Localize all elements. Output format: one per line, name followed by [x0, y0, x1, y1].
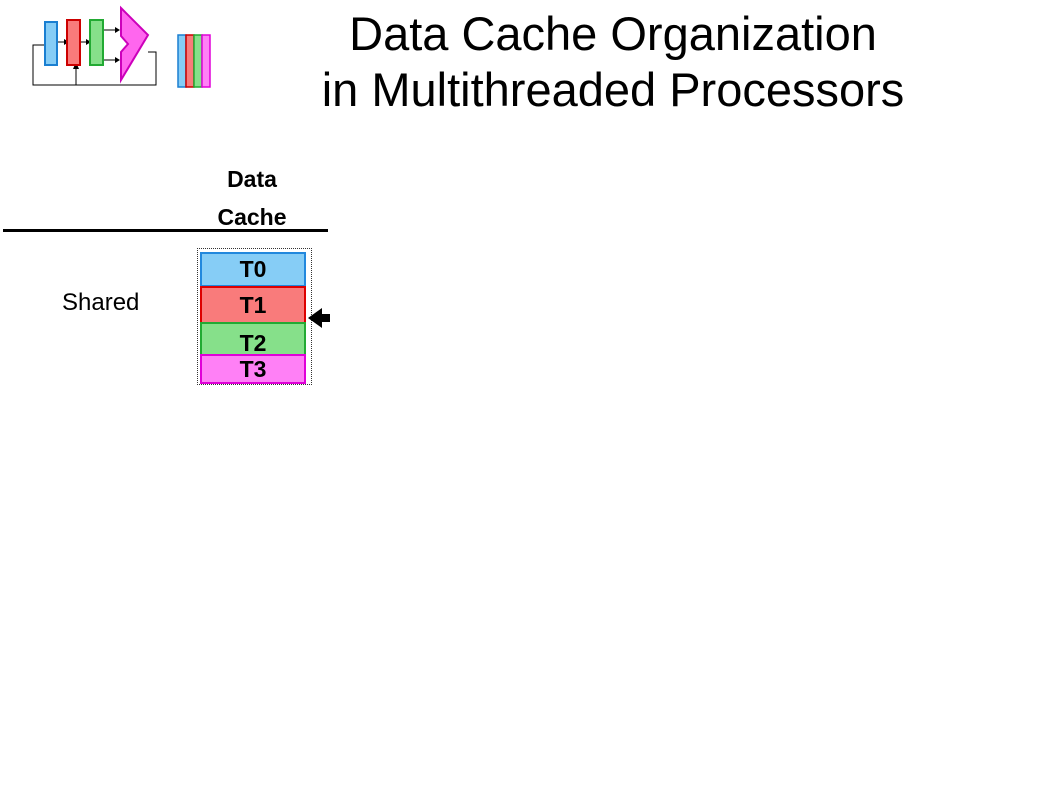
- header-divider: [3, 229, 328, 232]
- slide-title: Data Cache Organization in Multithreaded…: [200, 6, 1026, 118]
- column-header-line-2: Cache: [217, 204, 287, 230]
- cache-block-t3: T3: [200, 354, 306, 384]
- data-cache-column-header: Data Cache: [192, 160, 312, 236]
- row-label-shared: Shared: [62, 289, 140, 316]
- cache-block-t2: T2: [200, 322, 306, 356]
- arrow-pointer-icon: [308, 308, 330, 328]
- cache-block-label: T0: [239, 256, 267, 282]
- slide-title-line-2: in Multithreaded Processors: [321, 63, 905, 116]
- cache-block-label: T3: [239, 356, 267, 382]
- multithreaded-pipeline-logo: [32, 5, 211, 88]
- slide-title-line-1: Data Cache Organization: [349, 7, 877, 60]
- cache-block-label: T1: [239, 292, 267, 318]
- column-header-line-1: Data: [227, 166, 277, 192]
- cache-block-t0: T0: [200, 252, 306, 287]
- cache-block-t1: T1: [200, 286, 306, 324]
- cache-block-label: T2: [239, 330, 267, 356]
